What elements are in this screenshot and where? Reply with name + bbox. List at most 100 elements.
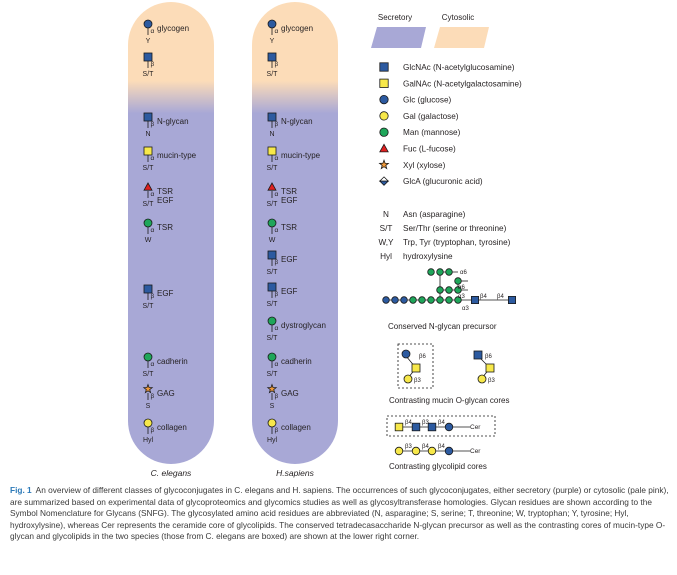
compartment-swatch: [434, 27, 489, 48]
ceramide-label: Cer: [470, 424, 481, 431]
amino-acid-residue: S/T: [143, 71, 155, 78]
amino-acid-residue: Y: [146, 38, 151, 45]
glycolipid-title: Contrasting glycolipid cores: [389, 462, 487, 471]
linkage-label: β: [151, 293, 155, 300]
linkage-label: α: [151, 28, 155, 35]
linkage-label: α: [151, 191, 155, 198]
sugar-circle-icon: [143, 352, 153, 362]
sugar-square-icon: [143, 112, 153, 122]
sugar-square-icon: [143, 284, 153, 294]
sugar-square-icon: [267, 146, 277, 156]
man-icon: [436, 296, 444, 304]
legend-symbol-label: Gal (galactose): [403, 112, 459, 121]
amino-acid-residue: N: [269, 131, 274, 138]
sugar-circle-icon: [267, 218, 277, 228]
glc-icon: [400, 296, 408, 304]
gal-icon: [394, 446, 404, 456]
linkage-label: β: [275, 121, 279, 128]
mucin-title: Contrasting mucin O-glycan cores: [389, 396, 510, 405]
diamond-bottom: [378, 180, 390, 186]
linkage-label: α3: [462, 306, 469, 312]
glycoconjugate-label: EGF: [281, 255, 298, 264]
man-icon: [436, 286, 444, 294]
glycan-item: S/Tβ: [267, 52, 279, 78]
caption-label: Fig. 1: [10, 485, 32, 495]
linkage-label: α3: [458, 294, 465, 300]
linkage-label: β: [151, 61, 155, 68]
amino-acid-residue: S/T: [267, 371, 279, 378]
legend-diamond-icon: [378, 176, 390, 186]
amino-acid-residue: S/T: [143, 201, 155, 208]
sugar-triangle-icon: [267, 182, 277, 191]
celegans-box: [386, 415, 496, 437]
linkage-label: β3: [422, 420, 429, 426]
legend-symbol-label: GlcA (glucuronic acid): [403, 177, 483, 186]
sugar-circle-icon: [143, 218, 153, 228]
glycoconjugate-label: mucin-type: [157, 151, 197, 160]
sugar-star-icon: [142, 383, 154, 394]
caption-text: An overview of different classes of glyc…: [10, 485, 669, 542]
column-name-0: C. elegans: [151, 468, 192, 478]
amino-acid-residue: S/T: [143, 303, 155, 310]
abbrev-code: Hyl: [380, 252, 392, 261]
linkage-label: α: [275, 155, 279, 162]
glycoconjugate-label: N-glycan: [157, 117, 189, 126]
legend-symbol-label: Glc (glucose): [403, 96, 452, 105]
compartment-swatch: [371, 27, 426, 48]
sugar-star-icon: [266, 383, 278, 394]
abbrev-meaning: Asn (asparagine): [403, 210, 466, 219]
man-icon: [427, 268, 435, 276]
sugar-circle-icon: [143, 19, 153, 29]
amino-acid-residue: S/T: [143, 165, 155, 172]
amino-acid-residue: Hyl: [143, 437, 154, 444]
man-icon: [454, 286, 462, 294]
linkage-label: β4: [438, 420, 445, 426]
linkage-label: β: [275, 291, 279, 298]
sugar-circle-icon: [267, 316, 277, 326]
gal-icon: [411, 446, 421, 456]
sugar-square-icon: [267, 250, 277, 260]
linkage-label: α: [275, 361, 279, 368]
gal-icon: [477, 374, 487, 384]
linkage-label: α: [275, 191, 279, 198]
legend-square-icon: [379, 62, 389, 72]
man-icon: [454, 296, 462, 304]
glycoconjugate-label: TSR: [281, 187, 297, 196]
glc-icon: [391, 296, 399, 304]
abbrev-meaning: hydroxylysine: [403, 252, 453, 261]
glycoconjugate-label: EGF: [281, 196, 298, 205]
glc-icon: [444, 422, 454, 432]
linkage-label: β4: [405, 420, 412, 426]
sugar-square-icon: [267, 282, 277, 292]
galnac-icon: [411, 363, 421, 373]
linkage-label: β: [151, 393, 155, 400]
glycan-item: S/T β: [143, 52, 155, 78]
linkage-label: α6: [460, 270, 467, 276]
linkage-label: β4: [438, 444, 445, 450]
glcnac-icon: [470, 295, 479, 304]
celegans-box: [397, 343, 434, 389]
man-icon: [454, 277, 462, 285]
sugar-circle-icon: [267, 19, 277, 29]
sugar-circle-icon: [143, 418, 153, 428]
linkage-label: β: [151, 121, 155, 128]
legend-circle-icon: [379, 127, 389, 137]
man-icon: [409, 296, 417, 304]
amino-acid-residue: S/T: [267, 335, 279, 342]
glycoconjugate-label: cadherin: [281, 357, 312, 366]
abbrev-code: S/T: [380, 224, 393, 233]
